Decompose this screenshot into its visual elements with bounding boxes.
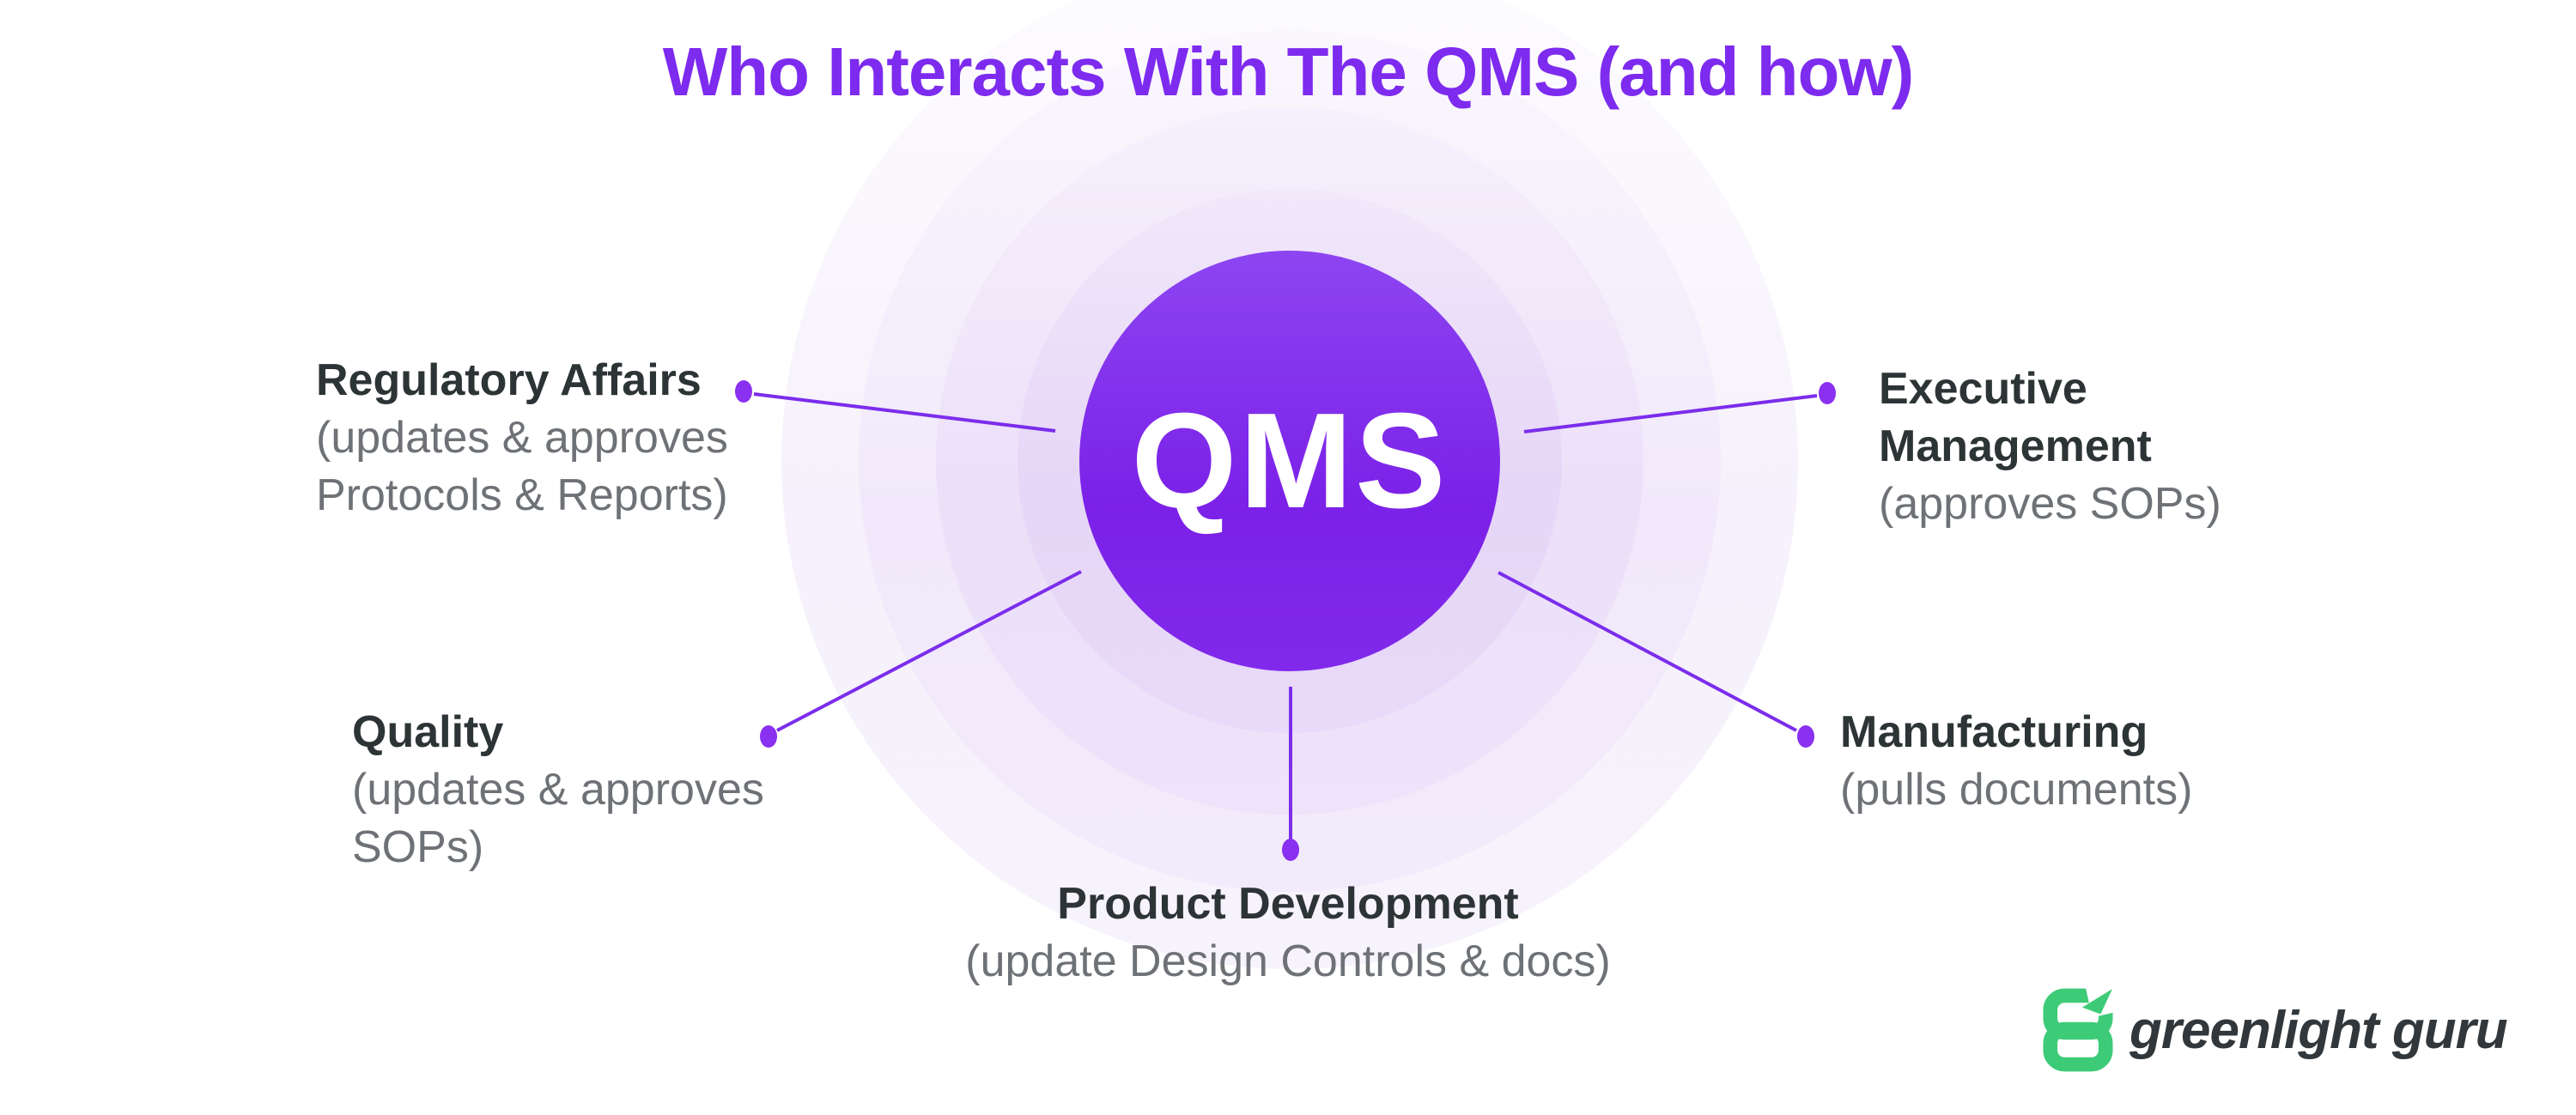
- node-executive-management: Executive Management (approves SOPs): [1879, 361, 2221, 533]
- dot-regulatory-affairs: [735, 380, 752, 403]
- dot-product-development: [1282, 839, 1299, 861]
- dot-manufacturing: [1797, 725, 1814, 748]
- connector-quality: [776, 570, 1082, 732]
- dot-quality: [760, 725, 777, 748]
- node-name: Product Development: [1057, 879, 1519, 929]
- node-product-development: Product Development (update Design Contr…: [859, 876, 1717, 991]
- qms-hub-label: QMS: [1131, 385, 1449, 536]
- node-name: Quality: [352, 707, 504, 757]
- node-name: Management: [1879, 421, 2152, 471]
- node-desc-line: (updates & approves: [316, 413, 728, 463]
- greenlight-guru-g-icon: [2043, 987, 2114, 1072]
- qms-hub-circle: QMS: [1079, 251, 1500, 671]
- node-desc-line: (update Design Controls & docs): [965, 936, 1611, 986]
- dot-executive-management: [1819, 382, 1836, 404]
- connector-regulatory-affairs: [753, 392, 1056, 433]
- greenlight-guru-logo: greenlight guru: [2042, 987, 2508, 1073]
- node-regulatory-affairs: Regulatory Affairs (updates & approves P…: [316, 352, 728, 524]
- node-manufacturing: Manufacturing (pulls documents): [1840, 704, 2192, 819]
- connector-manufacturing: [1498, 571, 1797, 732]
- node-desc-line: SOPs): [352, 822, 484, 872]
- node-desc-line: (pulls documents): [1840, 765, 2193, 815]
- greenlight-guru-wordmark: greenlight guru: [2129, 1000, 2508, 1060]
- node-name: Manufacturing: [1840, 707, 2148, 757]
- node-desc-line: (updates & approves: [352, 765, 764, 815]
- connector-executive-management: [1523, 394, 1818, 433]
- node-quality: Quality (updates & approves SOPs): [352, 704, 764, 876]
- node-desc-line: Protocols & Reports): [316, 470, 728, 520]
- node-desc-line: (approves SOPs): [1879, 479, 2221, 529]
- node-name: Regulatory Affairs: [316, 355, 702, 405]
- node-name: Executive: [1879, 364, 2087, 414]
- page-title: Who Interacts With The QMS (and how): [662, 33, 1915, 110]
